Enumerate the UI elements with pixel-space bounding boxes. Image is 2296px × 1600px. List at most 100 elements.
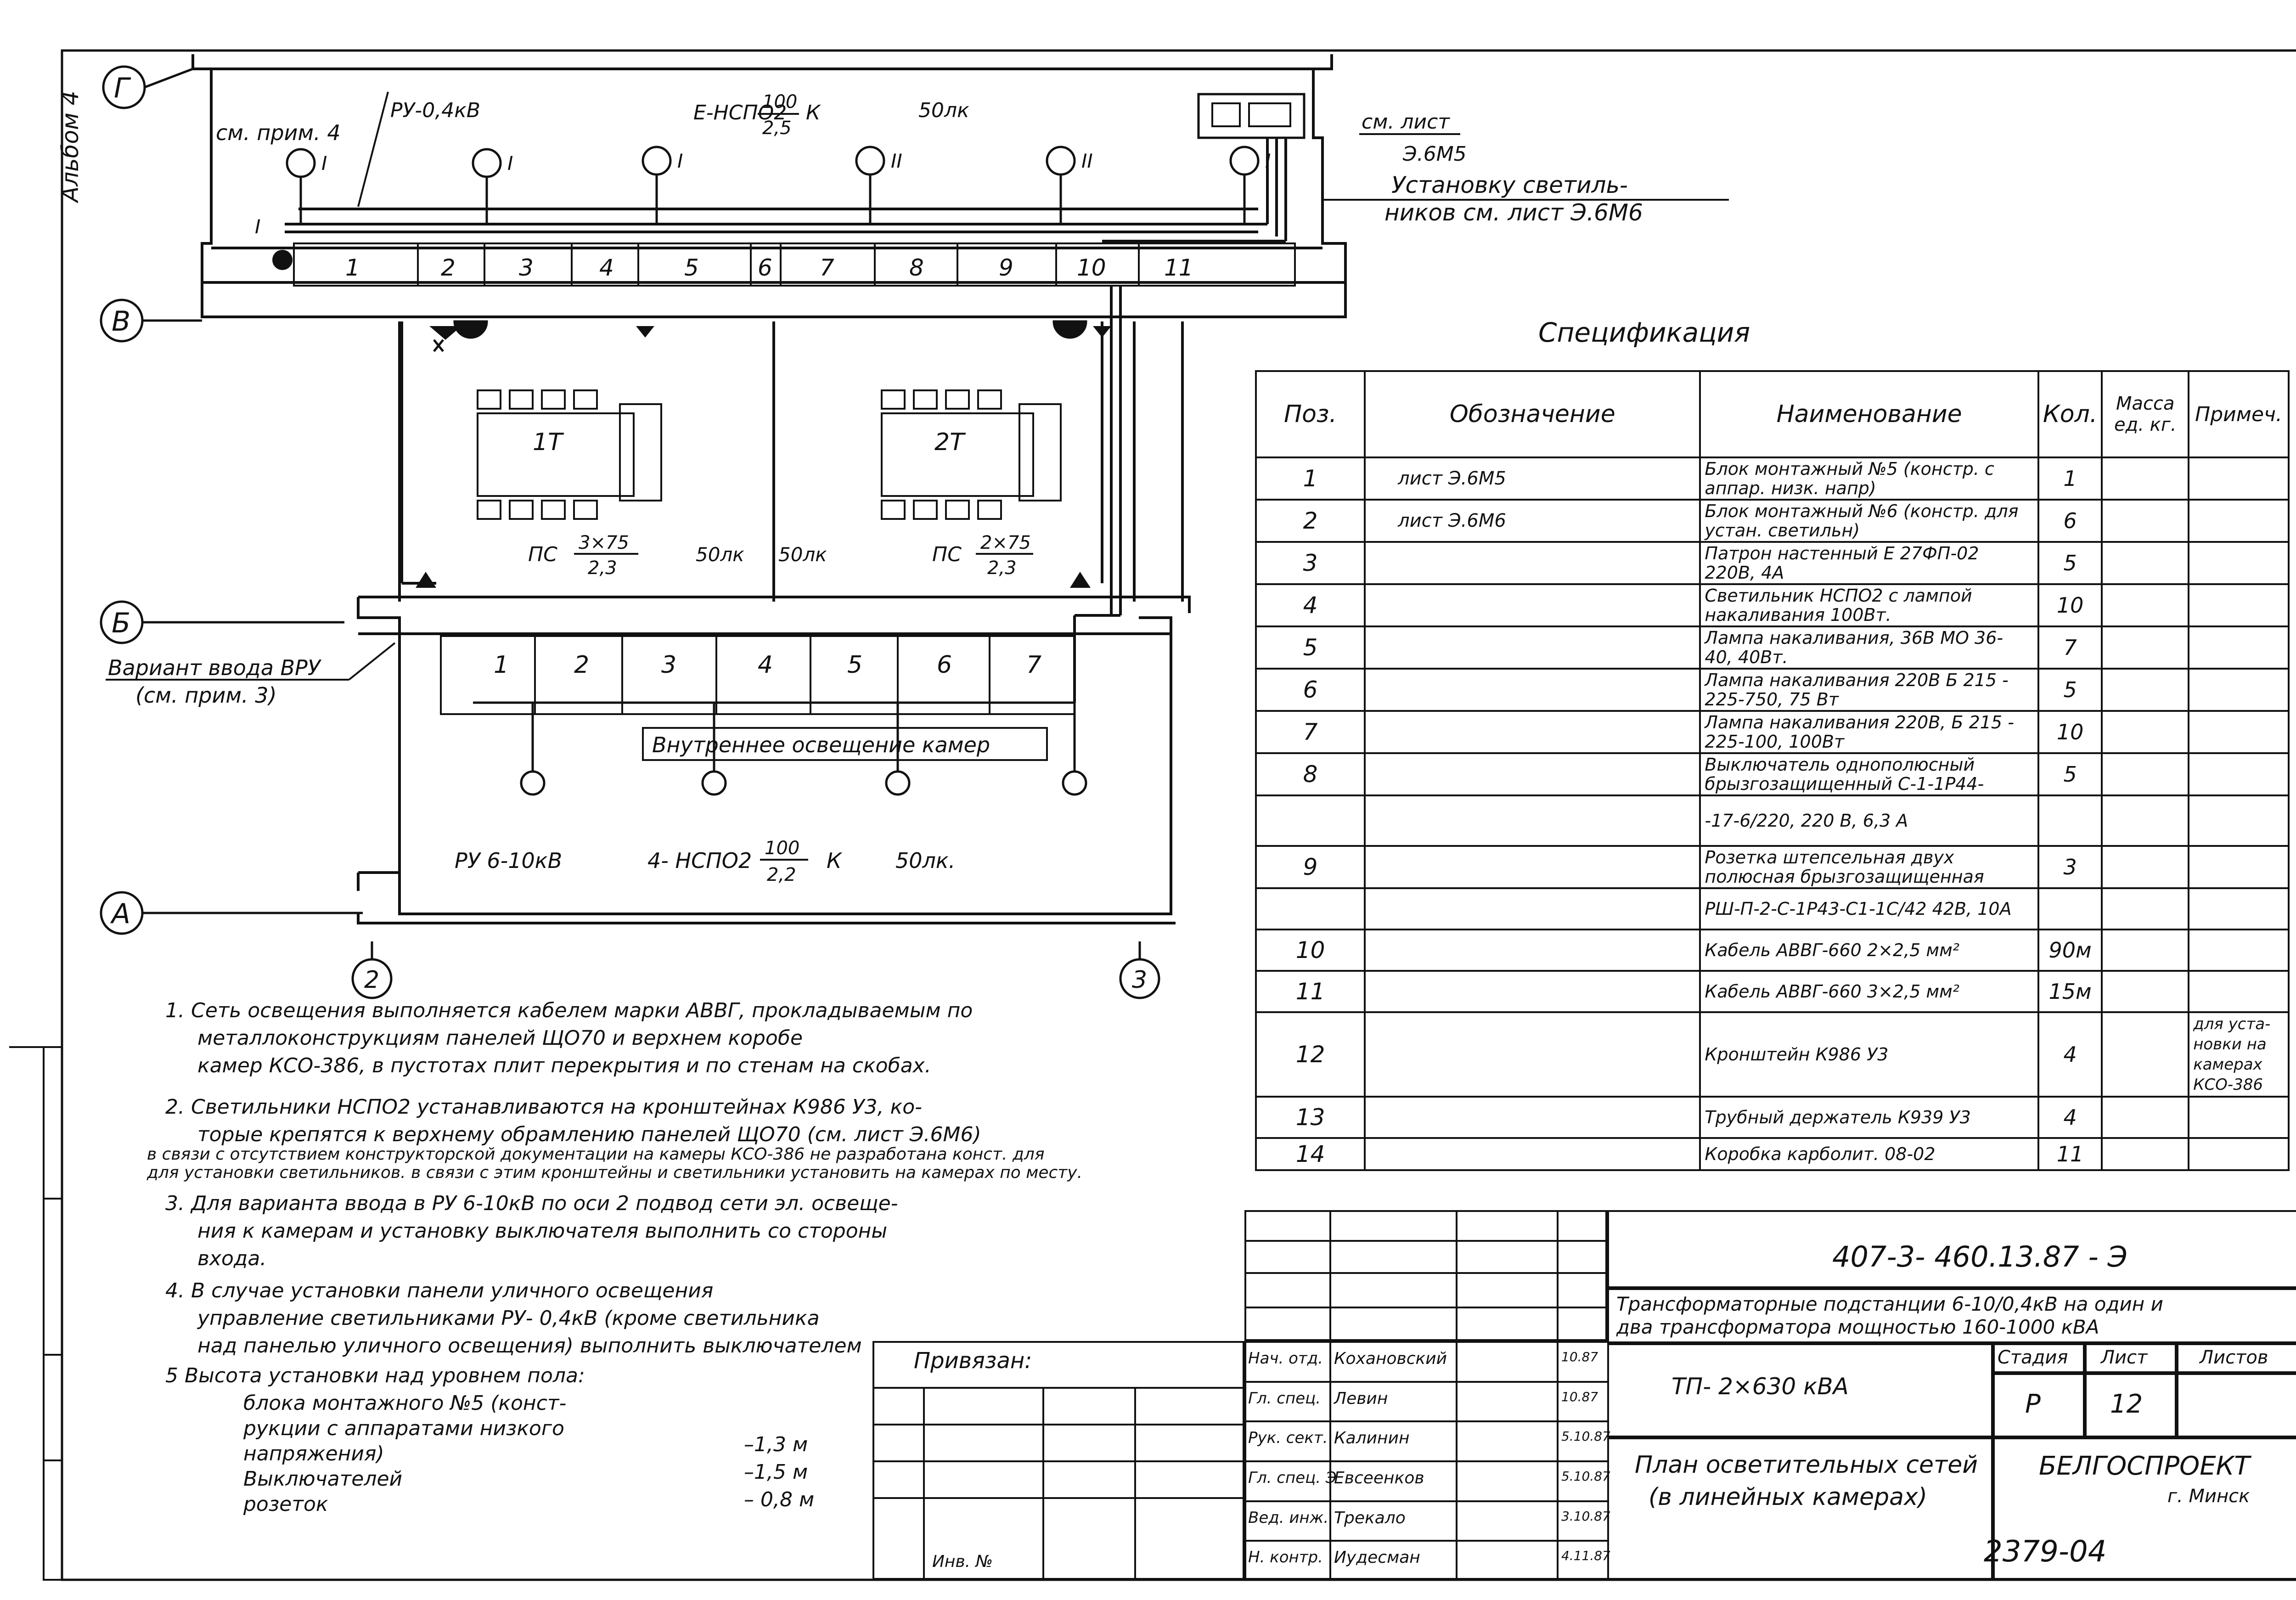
sign-role: Вед. инж. <box>1248 1508 1329 1527</box>
spec-note-cell: для уста-новки на камерах КСО-386 <box>2188 1011 2290 1098</box>
spec-header-qty: Кол. <box>2037 370 2103 458</box>
sign-date: 10.87 <box>1561 1389 1598 1404</box>
spec-qty-cell <box>2037 887 2103 930</box>
spec-ref-cell <box>1364 710 1701 754</box>
spec-pos-cell: 2 <box>1255 499 1366 543</box>
note-line: 3. Для варианта ввода в РУ 6-10кВ по оси… <box>165 1192 898 1215</box>
group-mark-2: I <box>507 152 513 175</box>
height-value: –1,3 м <box>744 1433 808 1456</box>
spec-qty-cell: 4 <box>2037 1011 2103 1098</box>
sign-date: 10.87 <box>1561 1349 1598 1364</box>
note-line: 2. Светильники НСПО2 устанавливаются на … <box>165 1095 923 1119</box>
bottom-wiring <box>473 701 1087 796</box>
top-cell-3: 3 <box>519 254 534 281</box>
sign-name: Кохановский <box>1334 1349 1447 1368</box>
height-value: – 0,8 м <box>744 1488 815 1511</box>
transformer-2-label: 2Т <box>934 428 966 456</box>
spec-mass-cell <box>2101 970 2190 1013</box>
sign-name: Левин <box>1334 1389 1388 1408</box>
spec-mass-cell <box>2101 710 2190 754</box>
spec-ref-cell <box>1364 1137 1701 1171</box>
spec-name-cell: Блок монтажный №5 (констр. с аппар. низк… <box>1699 456 2039 501</box>
spec-row: РШ-П-2-С-1Р43-С1-1С/42 42В, 10А <box>1255 887 2290 930</box>
spec-pos-cell: 10 <box>1255 929 1366 972</box>
stage-header: Стадия <box>1998 1347 2068 1368</box>
spec-name-cell: Розетка штепсельная двух полюсная брызго… <box>1699 845 2039 889</box>
note-ref-label: см. прим. 4 <box>216 120 341 145</box>
spec-note-cell <box>2188 929 2290 972</box>
group-mark-3: I <box>677 150 683 172</box>
stage-cell <box>1993 1373 2085 1437</box>
note-line: 5 Высота установки над уровнем пола: <box>165 1364 585 1387</box>
drawing-title-cell <box>1607 1437 1993 1580</box>
project-line-1: Трансформаторные подстанции 6-10/0,4кВ н… <box>1616 1293 2163 1315</box>
socket-icons <box>433 320 1087 352</box>
spec-table: Поз. Обозначение Наименование Кол. Масса… <box>1255 370 2290 1171</box>
bottom-cell-6: 6 <box>937 651 952 679</box>
bottom-cell-7: 7 <box>1026 651 1041 679</box>
sign-role: Гл. спец. <box>1248 1389 1321 1408</box>
sheet-ref-label-2: Э.6М5 <box>1402 142 1467 166</box>
spec-qty-cell: 5 <box>2037 668 2103 712</box>
sign-role: Рук. сект. <box>1248 1429 1328 1448</box>
spec-mass-cell <box>2101 752 2190 796</box>
walls <box>191 54 1347 924</box>
sheet-cell <box>2085 1373 2177 1437</box>
spec-name-cell: Светильник НСПО2 с лампой накаливания 10… <box>1699 583 2039 627</box>
note-line: над панелью уличного освещения) выполнит… <box>197 1334 862 1358</box>
bottom-cell-3: 3 <box>661 651 676 679</box>
spec-ref-cell <box>1364 668 1701 712</box>
spec-name-cell: Выключатель однополюсный брызгозащищенны… <box>1699 752 2039 796</box>
spec-qty-cell: 10 <box>2037 583 2103 627</box>
group-mark-5: II <box>1081 150 1093 172</box>
spec-note-cell <box>2188 1096 2290 1139</box>
spec-note-cell <box>2188 1137 2290 1171</box>
top-cell-7: 7 <box>820 254 834 281</box>
spec-ref-cell <box>1364 541 1701 585</box>
block-5-icon <box>1197 93 1306 139</box>
spec-note-cell <box>2188 583 2290 627</box>
spec-header-name: Наименование <box>1699 370 2039 458</box>
spec-pos-cell: 1 <box>1255 456 1366 501</box>
left-margin-stamp <box>43 1046 63 1581</box>
spec-ref-cell <box>1364 1011 1701 1098</box>
spec-qty-cell: 10 <box>2037 710 2103 754</box>
spec-ref-cell <box>1364 583 1701 627</box>
drawing-title-1: План осветительных сетей <box>1635 1451 1978 1479</box>
spec-name-cell: Лампа накаливания 220В, Б 215 - 225-100,… <box>1699 710 2039 754</box>
sheet-h-cell <box>2085 1343 2177 1373</box>
spec-mass-cell <box>2101 499 2190 543</box>
sheet-frame <box>61 49 2296 1581</box>
spec-qty-cell <box>2037 794 2103 847</box>
sheet-number: 2379-04 <box>1984 1535 2106 1569</box>
stage-value: Р <box>2025 1389 2041 1419</box>
spec-name-cell: Кронштейн К986 У3 <box>1699 1011 2039 1098</box>
vru-variant-2: (см. прим. 3) <box>135 683 277 708</box>
axis-b-label: Б <box>112 607 130 639</box>
stage-h-cell <box>1993 1343 2085 1373</box>
sign-name: Трекало <box>1334 1508 1406 1527</box>
spec-mass-cell <box>2101 583 2190 627</box>
spec-ref-cell <box>1364 929 1701 972</box>
side-album-label: Альбом 4 <box>57 91 84 203</box>
ps-left-prefix: ПС <box>528 543 557 566</box>
spec-mass-cell <box>2101 668 2190 712</box>
spec-pos-cell: 8 <box>1255 752 1366 796</box>
top-fixtures <box>286 146 1260 224</box>
fixture-formula-den: 2,5 <box>762 118 792 139</box>
ps-right-num: 2×75 <box>980 532 1031 553</box>
sign-name: Евсеенков <box>1334 1469 1424 1487</box>
group-marks: I I I II II I I <box>255 150 1271 238</box>
spec-pos-cell: 13 <box>1255 1096 1366 1139</box>
ru-04-label: РУ-0,4кВ <box>390 99 480 122</box>
doc-code: 407-3- 460.13.87 - Э <box>1832 1240 2127 1273</box>
